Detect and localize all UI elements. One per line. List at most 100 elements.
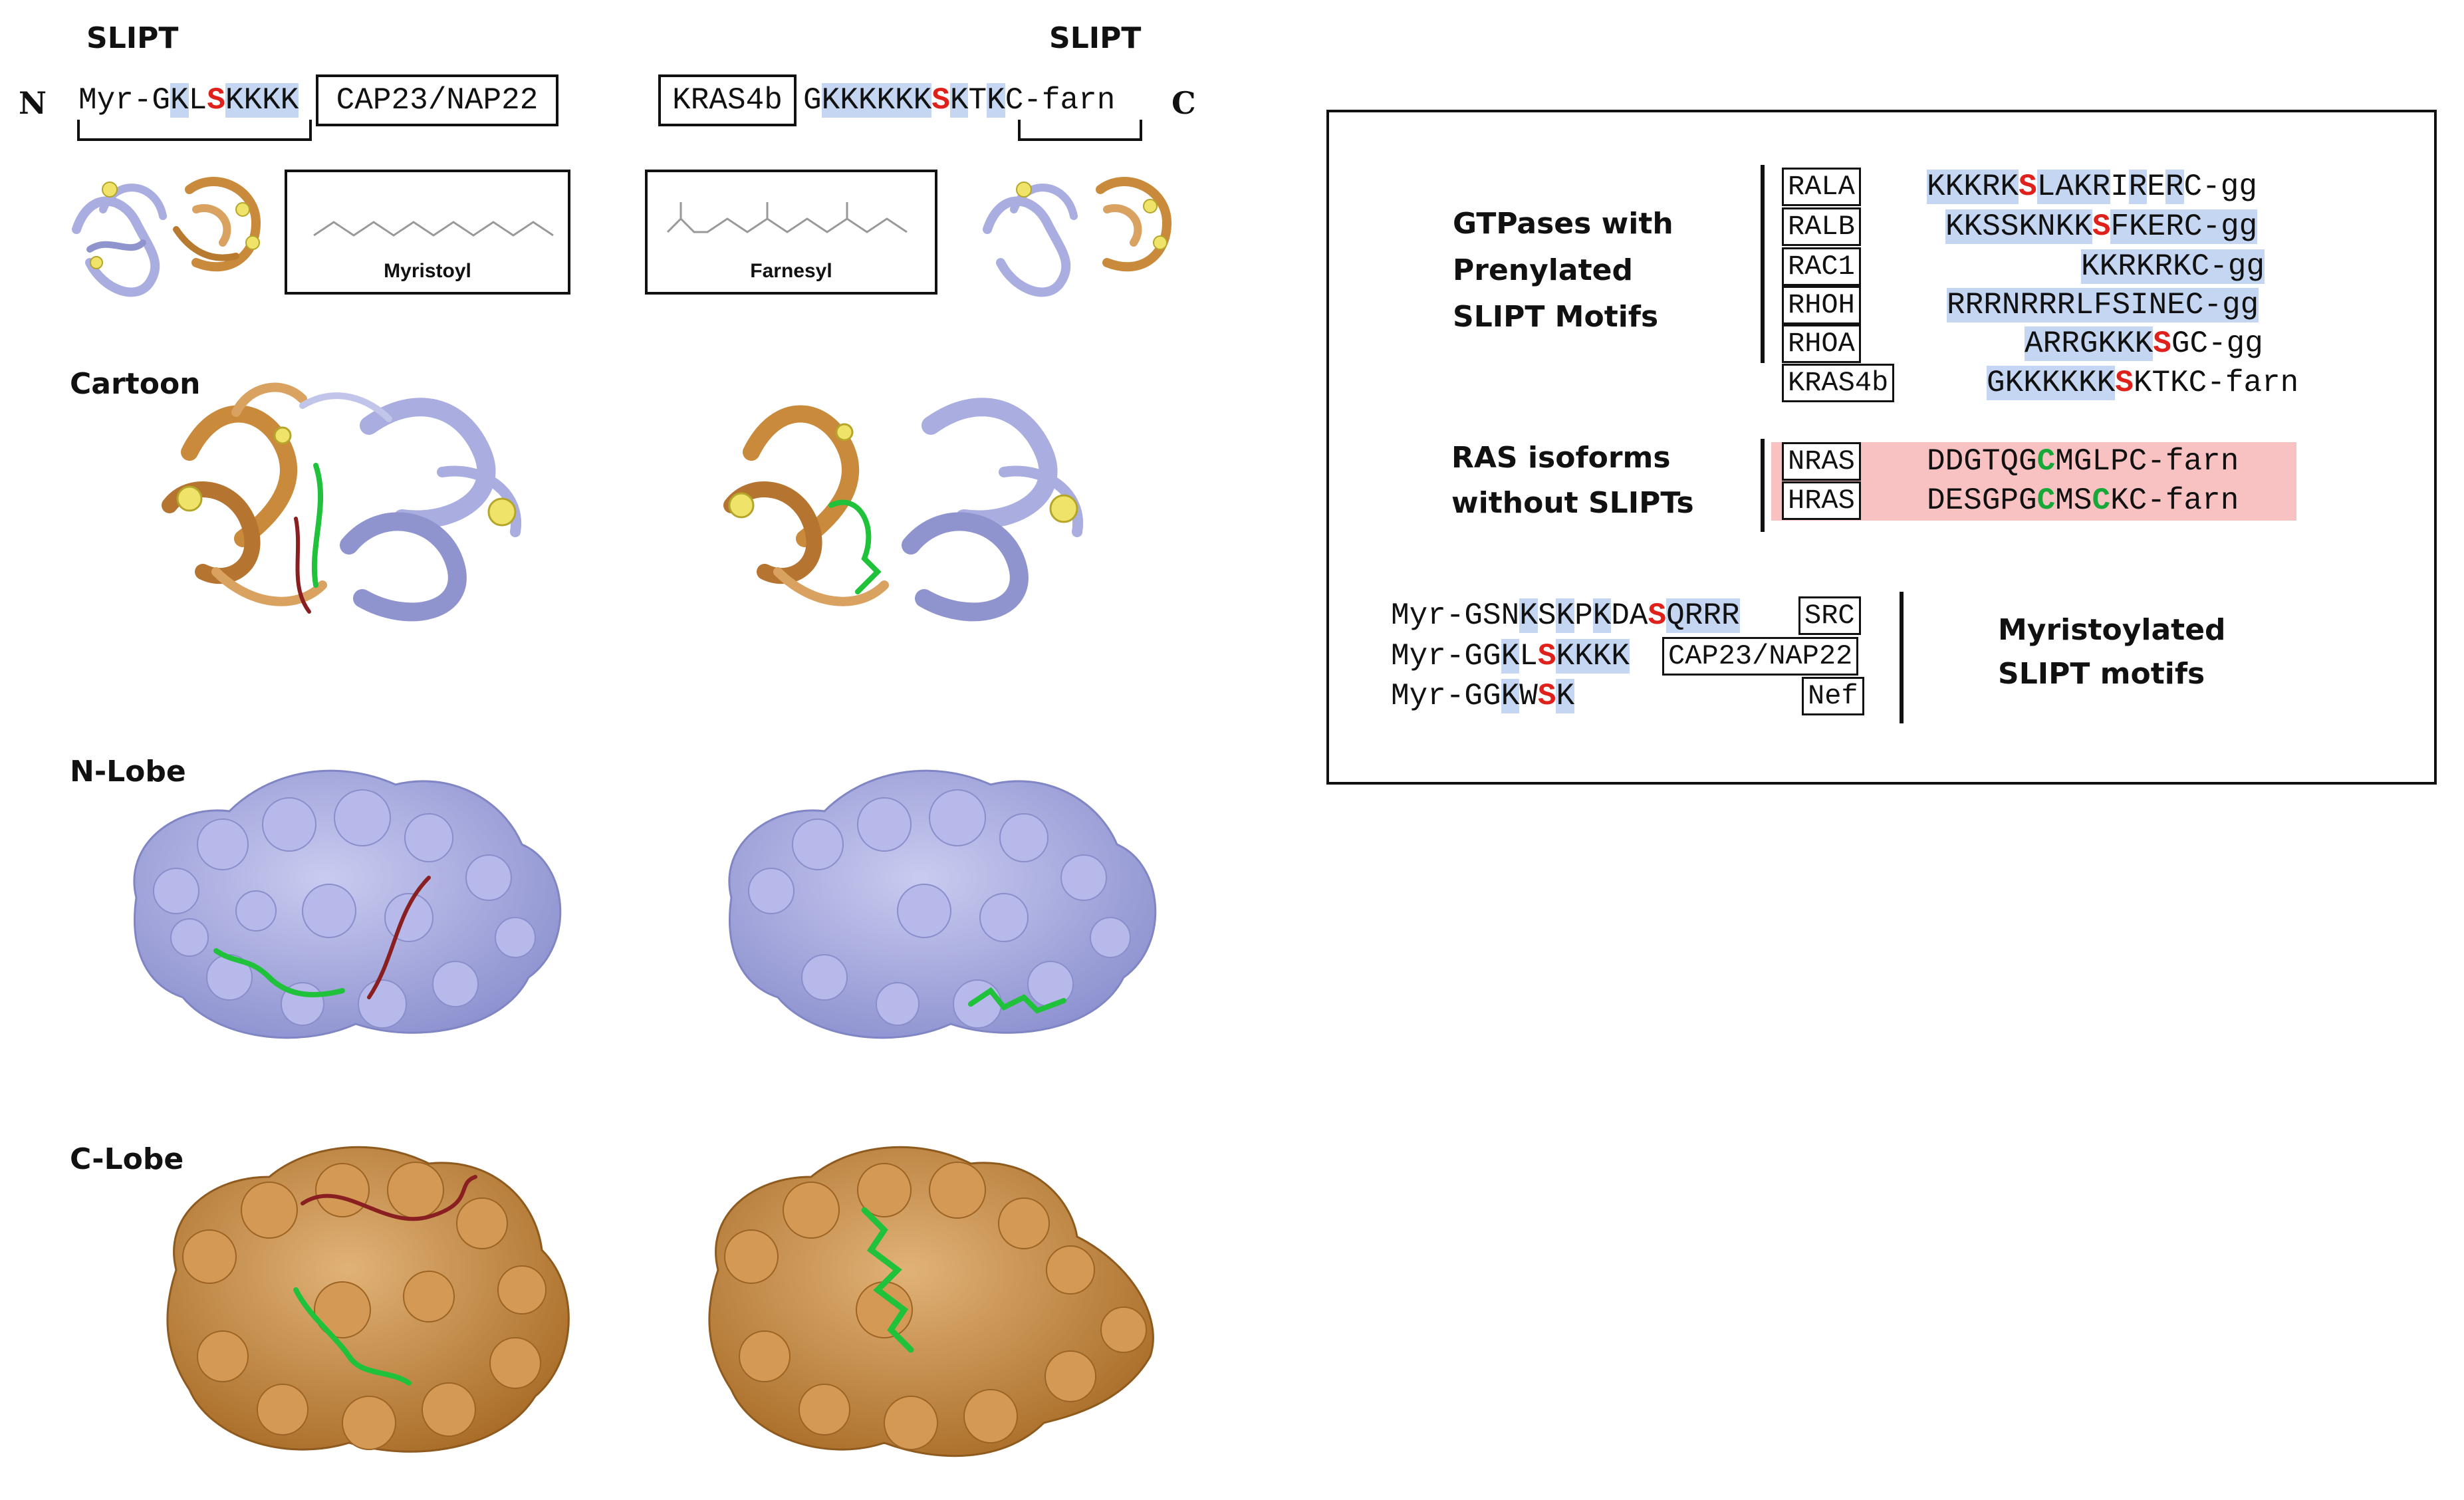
ras-row-hras: HRAS <box>1782 481 1861 520</box>
myristoylated-label: Myristoylated SLIPT motifs <box>1998 608 2226 696</box>
myr-tag-cap23: CAP23/NAP22 <box>1662 637 1859 676</box>
seq-serine: S <box>2153 326 2171 361</box>
seq-segment: DESGPG <box>1927 483 2037 518</box>
gtpase-seq-kras4b: GKKKKKKSKTKC-farn <box>1987 364 2298 402</box>
seq-segment: L <box>1519 639 1538 674</box>
gtpase-row-rhoh: RHOH <box>1782 286 1861 324</box>
gtpase-seq-rac1: KKRKRKC-gg <box>2081 247 2265 286</box>
seq-serine: S <box>1537 679 1556 713</box>
seq-segment: KTKC-farn <box>2133 366 2299 400</box>
myristoyl-box: Myristoyl <box>285 170 570 295</box>
seq-serine: S <box>1537 639 1556 674</box>
seq-segment: Myr-GSN <box>1391 598 1520 633</box>
seq-serine: S <box>207 83 225 118</box>
myr-divider <box>1900 592 1904 723</box>
seq-segment: KC-farn <box>2110 483 2239 518</box>
seq-segment: S <box>1537 598 1556 633</box>
seq-segment: KKRKRKC-gg <box>2081 249 2265 284</box>
slipt-label-right: SLIPT <box>1049 21 1142 55</box>
cartoon-structure-right <box>723 398 1084 622</box>
seq-segment: KKKK <box>1556 639 1630 674</box>
myr-label-line: SLIPT motifs <box>1998 657 2205 691</box>
myr-label-line: Myristoylated <box>1998 613 2226 647</box>
myristoyl-chain-icon <box>313 221 554 237</box>
nlobe-surface-left <box>133 769 562 1039</box>
myr-seq-cap23: Myr-GGKLSKKKK <box>1391 637 1630 676</box>
seq-segment: GKKKKKK <box>1987 366 2116 400</box>
gtpase-row-rhoa: RHOA <box>1782 324 1861 363</box>
myristoyl-label: Myristoyl <box>384 260 471 282</box>
seq-segment: K <box>1501 639 1520 674</box>
seq-segment: KKSSKNKK <box>1945 209 2092 244</box>
seq-segment: L <box>188 83 207 118</box>
gtpase-seq-rala: KKKRKSLAKRIRERC-gg <box>1927 168 2257 206</box>
seq-segment: K <box>1501 679 1520 713</box>
seq-segment: GC-gg <box>2171 326 2263 361</box>
seq-segment: T <box>968 83 987 118</box>
clobe-surface-left <box>166 1146 570 1453</box>
protein-name-tag: KRAS4b <box>1782 364 1895 402</box>
protein-name-tag: HRAS <box>1782 481 1861 520</box>
ras-divider <box>1761 439 1765 532</box>
gtpase-seq-rhoh: RRRNRRRLFSINEC-gg <box>1947 286 2259 324</box>
farn-sequence-right: GKKKKKKSKTKC-farn <box>803 78 1115 122</box>
gtpase-row-ralb: RALB <box>1782 207 1861 246</box>
farnesyl-label: Farnesyl <box>750 260 832 282</box>
ras-row-nras: NRAS <box>1782 442 1861 481</box>
ras-seq-nras: DDGTQGCMGLPC-farn <box>1927 442 2239 481</box>
seq-cysteine: C <box>2092 483 2111 518</box>
seq-segment: K <box>1519 598 1538 633</box>
seq-segment: K <box>987 83 1005 118</box>
seq-segment: G <box>803 83 822 118</box>
seq-serine: S <box>1648 598 1667 633</box>
ras-isoforms-label: RAS isoforms without SLIPTs <box>1451 436 1694 526</box>
seq-segment: I <box>2110 170 2129 204</box>
seq-segment: E <box>2147 170 2165 204</box>
clobe-surface-right <box>708 1146 1154 1457</box>
seq-segment: P <box>1574 598 1593 633</box>
c-terminus-label: C <box>1171 85 1196 121</box>
seq-segment: Myr-GG <box>1391 639 1501 674</box>
gtpase-seq-ralb: KKSSKNKKSFKERC-gg <box>1945 207 2258 246</box>
gtpases-label: GTPases with Prenylated SLIPT Motifs <box>1453 201 1673 340</box>
seq-segment: K <box>170 83 189 118</box>
seq-segment: Myr-GG <box>1391 679 1501 713</box>
seq-segment: MGLPC-farn <box>2055 444 2239 479</box>
slipt-label-left: SLIPT <box>86 21 179 55</box>
protein-thumbnail-left <box>72 177 261 297</box>
protein-name-tag: SRC <box>1798 596 1861 635</box>
seq-segment: MS <box>2055 483 2092 518</box>
seq-segment: K <box>1592 598 1612 633</box>
seq-segment: DA <box>1611 598 1648 633</box>
seq-segment: QRRR <box>1666 598 1740 633</box>
seq-segment: W <box>1519 679 1538 713</box>
seq-segment: KKKK <box>225 83 299 118</box>
cartoon-structure-left <box>162 382 522 622</box>
clobe-row-label: C-Lobe <box>70 1142 184 1176</box>
cap23-tag-box: CAP23/NAP22 <box>316 74 558 126</box>
protein-name-tag: RALB <box>1782 207 1861 246</box>
protein-name-tag: NRAS <box>1782 442 1861 481</box>
myr-seq-nef: Myr-GGKWSK <box>1391 677 1575 715</box>
seq-serine: S <box>2115 366 2134 400</box>
seq-segment: C-farn <box>1005 83 1116 118</box>
seq-cysteine: C <box>2036 483 2056 518</box>
seq-segment: R <box>2128 170 2148 204</box>
nlobe-surface-right <box>728 769 1157 1039</box>
seq-segment: LAKR <box>2036 170 2111 204</box>
myr-tag-nef: Nef <box>1802 677 1864 715</box>
seq-segment: K <box>1556 598 1575 633</box>
seq-segment: K <box>949 83 969 118</box>
protein-name-tag: RHOH <box>1782 286 1861 324</box>
gtpase-row-rac1: RAC1 <box>1782 247 1861 286</box>
right-farn-bracket <box>1018 120 1142 141</box>
nlobe-row-label: N-Lobe <box>70 755 186 789</box>
seq-segment: DDGTQG <box>1927 444 2037 479</box>
ras-label-line: RAS isoforms <box>1451 441 1671 475</box>
seq-segment: C-gg <box>2183 170 2257 204</box>
gtpase-row-kras4b: KRAS4b <box>1782 364 1895 402</box>
seq-serine: S <box>931 83 950 118</box>
seq-segment: ARRGKKK <box>2025 326 2154 361</box>
ras-label-line: without SLIPTs <box>1451 486 1694 520</box>
protein-name-tag: Nef <box>1802 677 1864 715</box>
